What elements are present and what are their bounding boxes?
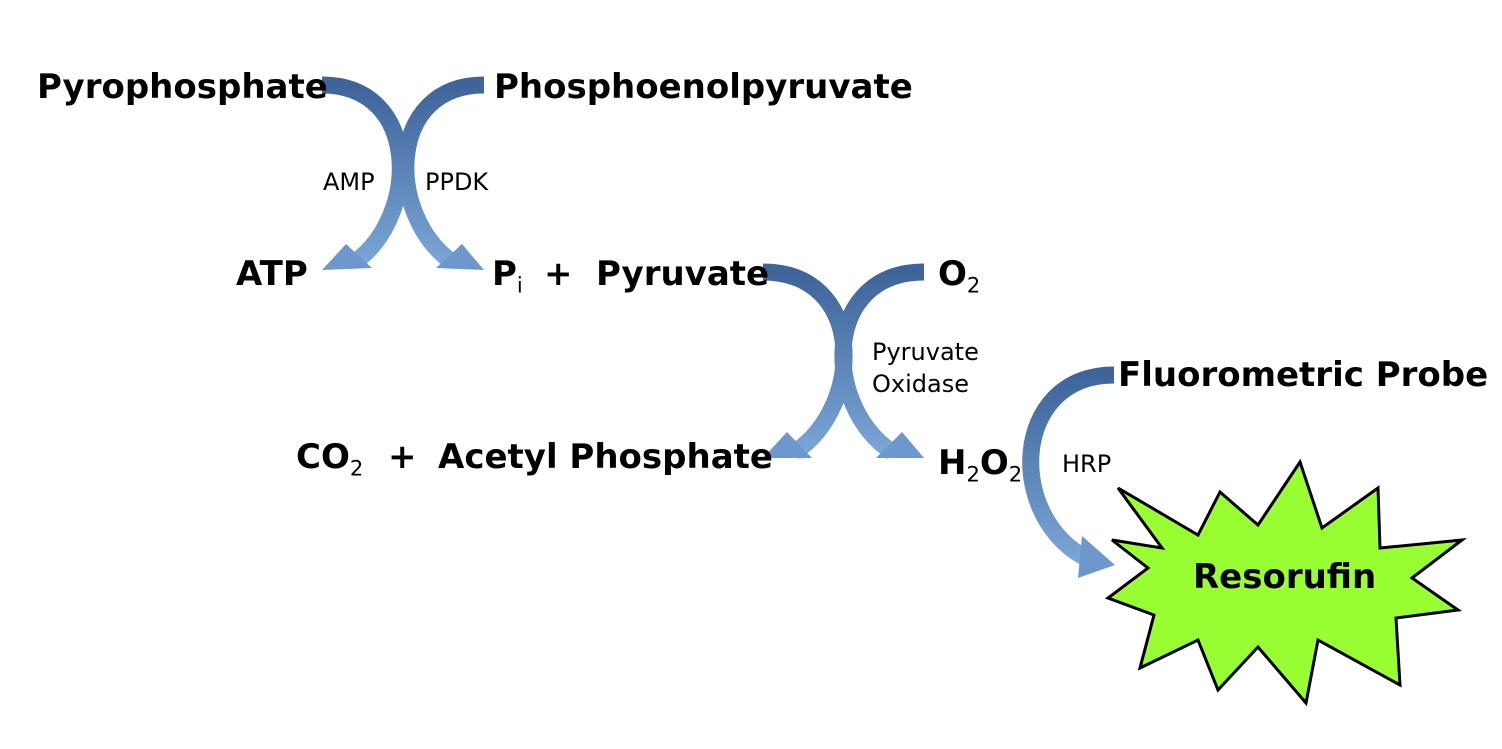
label-plus-2: + [388, 437, 417, 477]
label-pyruvate-oxidase-2: Oxidase [872, 370, 969, 398]
label-co2-subscript: 2 [349, 455, 364, 481]
label-o2: O2 [938, 254, 980, 295]
label-h2o2: H2O2 [938, 443, 1022, 484]
label-o2-base: O [938, 254, 967, 294]
arrow-pyruvate-to-acetyl-phosphate [762, 263, 853, 460]
label-amp: AMP [323, 168, 375, 196]
label-o2-subscript: 2 [966, 272, 981, 298]
label-pyrophosphate: Pyrophosphate [37, 67, 328, 107]
label-acetyl-phosphate: Acetyl Phosphate [438, 437, 773, 477]
label-phosphoenolpyruvate: Phosphoenolpyruvate [494, 67, 913, 107]
label-ppdk: PPDK [425, 168, 489, 196]
resorufin-starburst [1104, 458, 1468, 707]
label-pyruvate: Pyruvate [596, 254, 770, 294]
arrow-o2-to-h2o2 [834, 263, 925, 460]
label-h2o2-sub1: 2 [966, 461, 980, 487]
label-pyruvate-oxidase-1: Pyruvate [872, 338, 979, 366]
label-co2: CO2 [296, 437, 363, 478]
label-plus-1: + [544, 254, 573, 294]
label-co2-base: CO [296, 437, 350, 477]
label-h2o2-sub2: 2 [1008, 461, 1023, 487]
label-pi: Pi [492, 254, 523, 295]
arrow-pep-to-pi [397, 76, 485, 270]
label-fluorometric-probe: Fluorometric Probe [1118, 355, 1489, 395]
label-resorufin: Resorufin [1193, 557, 1377, 597]
label-atp: ATP [236, 254, 308, 294]
arrow-probe-to-resorufin [1022, 366, 1115, 578]
label-hrp: HRP [1062, 450, 1112, 478]
label-pi-base: P [492, 254, 517, 294]
label-h2o2-o: O [979, 443, 1009, 483]
label-h2o2-h: H [938, 443, 967, 483]
label-pi-subscript: i [516, 272, 523, 298]
